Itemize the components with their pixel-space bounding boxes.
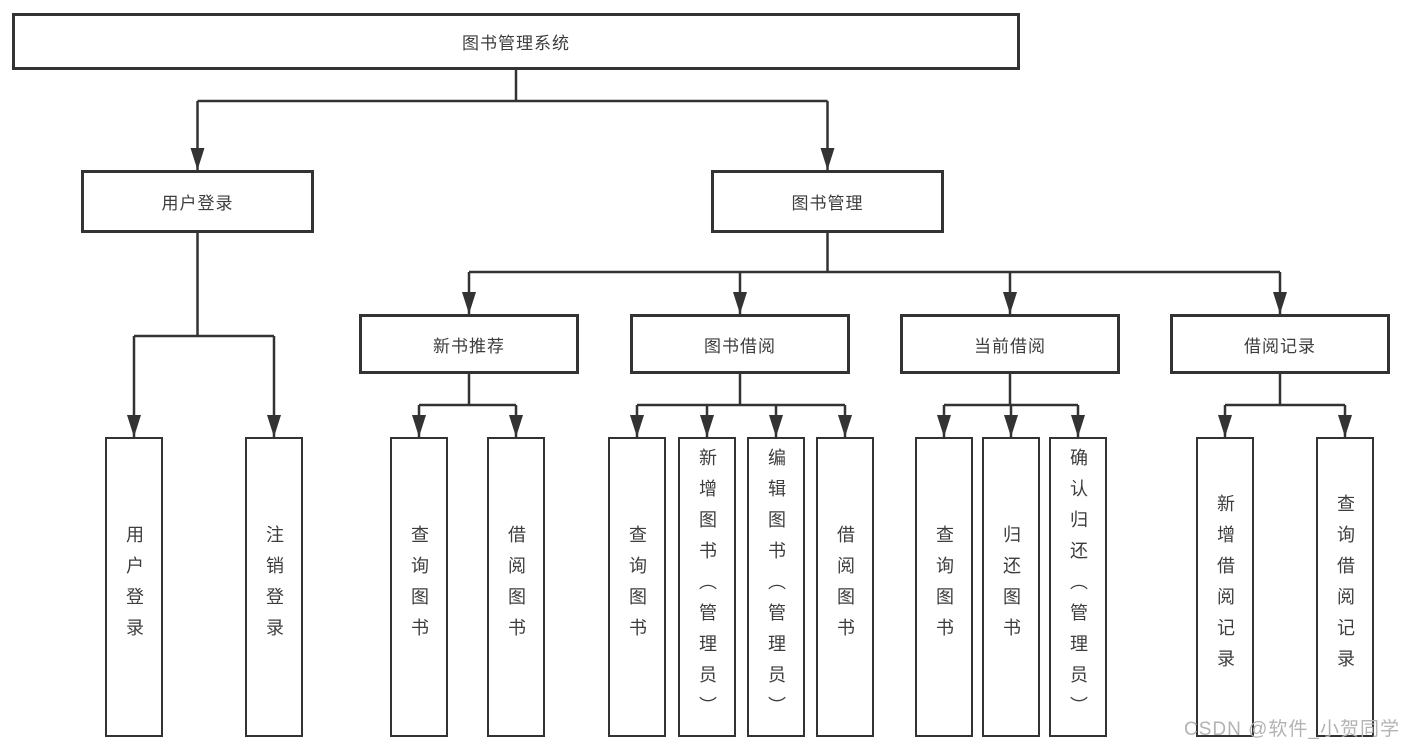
node-book-borrowing: 图书借阅 <box>630 314 850 374</box>
node-leaf-add-borrow-record: 新增借阅记录 <box>1196 437 1254 737</box>
node-book-management: 图书管理 <box>711 170 944 233</box>
node-leaf-add-book-admin: 新增图书（管理员） <box>678 437 736 737</box>
node-root-library-management-system: 图书管理系统 <box>12 13 1020 70</box>
connector-trunk <box>134 70 1345 407</box>
node-new-book-recommend: 新书推荐 <box>359 314 579 374</box>
node-leaf-borrow-books-1: 借阅图书 <box>487 437 545 737</box>
node-leaf-edit-book-admin: 编辑图书（管理员） <box>747 437 805 737</box>
node-current-borrowing: 当前借阅 <box>900 314 1120 374</box>
node-leaf-query-books-2: 查询图书 <box>608 437 666 737</box>
node-leaf-user-login: 用户登录 <box>105 437 163 737</box>
node-leaf-borrow-books-2: 借阅图书 <box>816 437 874 737</box>
node-user-login: 用户登录 <box>81 170 314 233</box>
node-leaf-logout: 注销登录 <box>245 437 303 737</box>
node-leaf-query-books-1: 查询图书 <box>390 437 448 737</box>
watermark: CSDN @软件_小贺同学 <box>1184 719 1400 740</box>
node-leaf-return-book: 归还图书 <box>982 437 1040 737</box>
node-leaf-query-books-3: 查询图书 <box>915 437 973 737</box>
node-leaf-confirm-return-admin: 确认归还（管理员） <box>1049 437 1107 737</box>
node-borrowing-records: 借阅记录 <box>1170 314 1390 374</box>
node-leaf-query-borrow-record: 查询借阅记录 <box>1316 437 1374 737</box>
